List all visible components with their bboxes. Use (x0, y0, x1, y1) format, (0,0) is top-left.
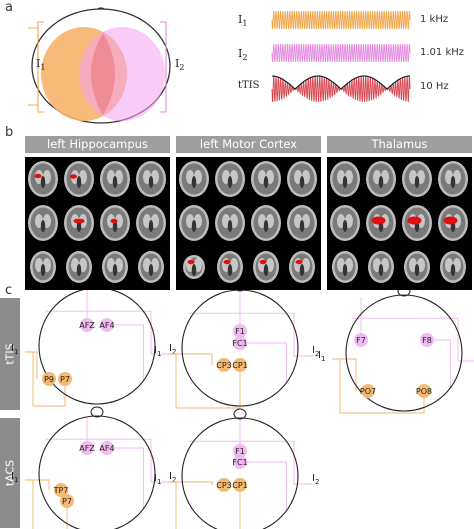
svg-text:I1: I1 (154, 473, 161, 486)
svg-text:CP1: CP1 (232, 481, 248, 490)
row-tab-tacs: tACS (0, 418, 20, 528)
mri-panel-thalamus (327, 157, 472, 290)
panel-a-figure (28, 7, 411, 124)
current-label-left: I1 (36, 57, 46, 73)
svg-text:PO8: PO8 (416, 387, 432, 396)
svg-text:F1: F1 (235, 327, 245, 336)
svg-text:P7: P7 (60, 375, 70, 384)
svg-text:I1: I1 (154, 345, 161, 358)
panel-letter-a: a (5, 0, 13, 15)
svg-text:I2: I2 (312, 345, 319, 358)
svg-text:I1: I1 (318, 350, 325, 363)
field-overlap (91, 33, 115, 115)
panel-c-figure: I1I2AFZAF4P9P7I1I2F1FC1CP3CP1I1I2F7F8PO7… (11, 290, 474, 529)
signal-ttis-wave (271, 75, 411, 103)
svg-text:CP1: CP1 (232, 361, 248, 370)
mri-panel-hippocampus (25, 157, 170, 290)
panel-letter-b: b (5, 125, 14, 140)
mri-panel-motor-cortex (176, 157, 321, 290)
row-tab-ttis: tTIS (0, 298, 20, 410)
signal-label-i2: I2 (238, 47, 248, 63)
svg-text:FC1: FC1 (232, 458, 247, 467)
svg-text:TP7: TP7 (53, 486, 69, 495)
region-title-hippocampus: left Hippocampus (25, 136, 170, 153)
svg-text:F8: F8 (422, 336, 432, 345)
signal-i2-wave (271, 43, 411, 63)
svg-text:I1: I1 (11, 343, 18, 356)
current-label-right: I2 (175, 57, 185, 73)
head-diagram-a (31, 7, 171, 124)
svg-text:AF4: AF4 (99, 444, 114, 453)
svg-text:CP3: CP3 (216, 481, 232, 490)
svg-text:AFZ: AFZ (79, 321, 95, 330)
freq-ttis: 10 Hz (420, 81, 449, 92)
signal-i1-wave (271, 10, 411, 30)
svg-text:F1: F1 (235, 447, 245, 456)
svg-text:I2: I2 (169, 343, 176, 356)
svg-text:AF4: AF4 (99, 321, 114, 330)
freq-i2: 1.01 kHz (420, 47, 465, 58)
svg-text:P7: P7 (62, 497, 72, 506)
region-title-motor-cortex: left Motor Cortex (176, 136, 321, 153)
svg-text:PO7: PO7 (360, 387, 376, 396)
freq-i1: 1 kHz (420, 14, 449, 25)
signal-label-i1: I1 (238, 13, 248, 29)
svg-text:F7: F7 (356, 336, 366, 345)
svg-text:CP3: CP3 (216, 361, 232, 370)
svg-text:I2: I2 (312, 473, 319, 486)
svg-text:AFZ: AFZ (79, 444, 95, 453)
signal-label-ttis: tTIS (238, 80, 260, 91)
svg-text:P9: P9 (44, 375, 54, 384)
svg-text:FC1: FC1 (232, 339, 247, 348)
svg-text:I1: I1 (11, 471, 18, 484)
panel-letter-c: c (5, 283, 13, 298)
svg-text:I2: I2 (169, 471, 176, 484)
region-title-thalamus: Thalamus (327, 136, 472, 153)
